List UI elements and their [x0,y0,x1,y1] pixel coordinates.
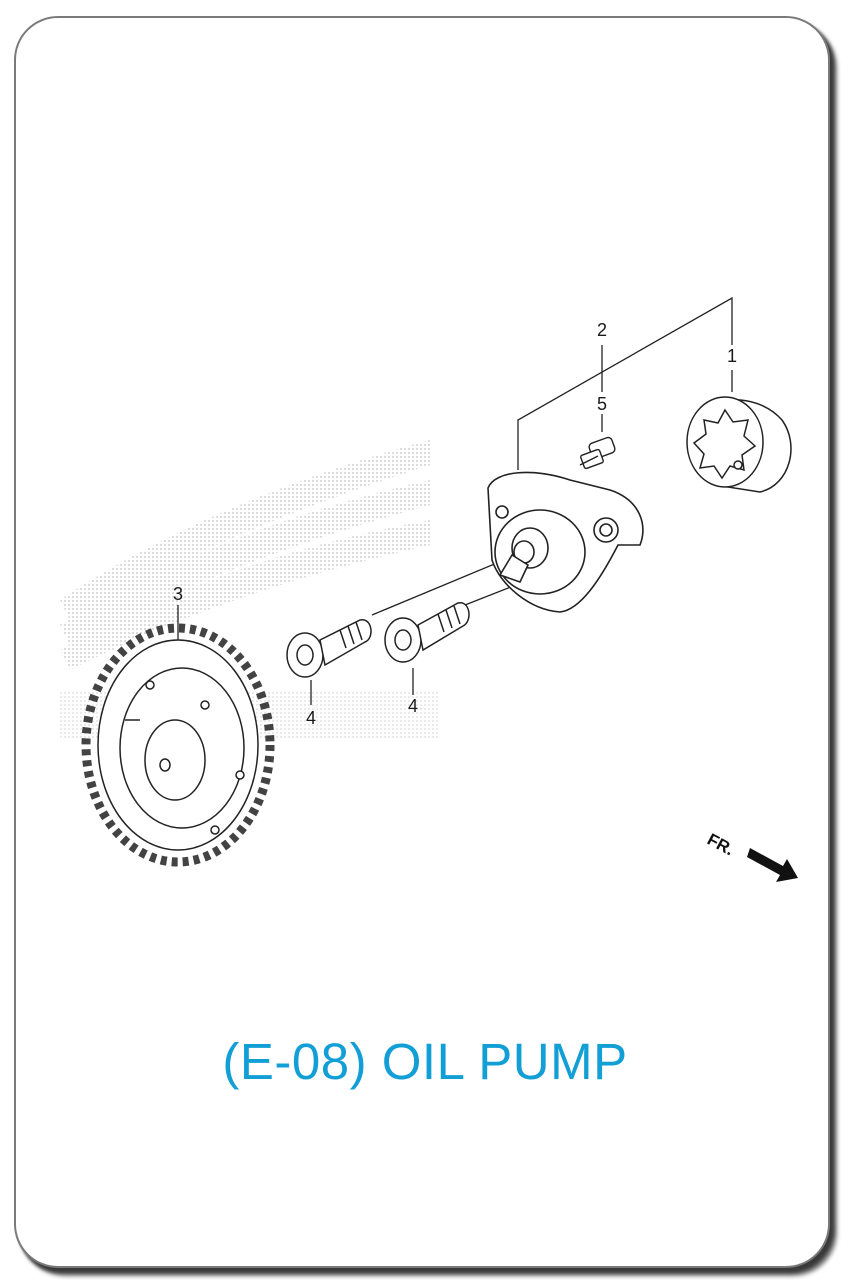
callout-part-1: 1 [727,346,737,366]
front-direction-indicator: FR. [704,830,798,882]
arrow-right-down-icon [747,848,798,882]
bolt-part-4b [384,602,470,663]
callout-part-2: 2 [597,320,607,340]
page-title: (E-08) OIL PUMP [222,1033,628,1090]
oil-jet-part-5 [579,436,616,470]
callout-part-4a: 4 [306,708,316,728]
front-direction-label: FR. [704,830,737,860]
pump-rotor-part-1 [686,396,792,493]
wing-watermark [60,440,440,740]
callout-part-4b: 4 [408,696,418,716]
pump-body [487,471,644,613]
bolt-part-4a [286,619,372,678]
driven-gear-part-3 [81,623,275,867]
callout-part-3: 3 [173,584,183,604]
callout-part-5: 5 [597,394,607,414]
